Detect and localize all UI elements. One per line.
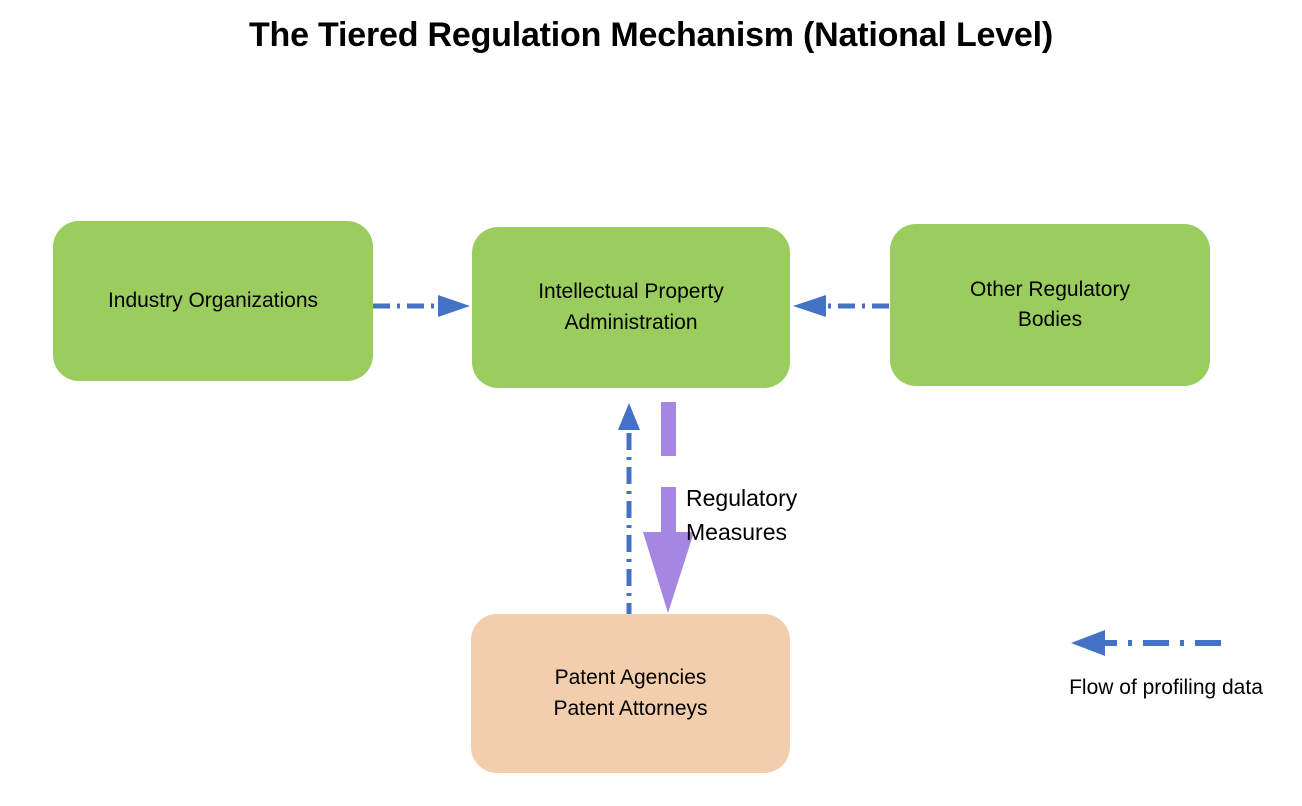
node-industry-organizations[interactable]: Industry Organizations — [53, 221, 373, 381]
edge-industry-to-ip-arrowhead — [438, 295, 470, 317]
node-ip-administration-label: Intellectual Property Administration — [538, 280, 724, 334]
edge-other-to-ip-arrowhead — [793, 295, 826, 317]
page-title: The Tiered Regulation Mechanism (Nationa… — [248, 16, 1054, 54]
legend-caption: Flow of profiling data — [1069, 676, 1263, 699]
edge-industry-to-ip — [373, 295, 470, 317]
edge-ip-to-patent-segment — [661, 402, 676, 456]
node-patent-agencies[interactable]: Patent Agencies Patent Attorneys — [471, 614, 790, 773]
legend-symbol-icon — [1071, 630, 1221, 656]
edge-other-to-ip — [793, 295, 889, 317]
legend-arrowhead-icon — [1071, 630, 1105, 656]
node-ip-administration[interactable]: Intellectual Property Administration — [472, 227, 790, 388]
node-patent-agencies-label: Patent Agencies Patent Attorneys — [553, 666, 708, 720]
edge-patent-to-ip-arrowhead — [618, 403, 640, 430]
edge-ip-to-patent-shaft — [661, 487, 676, 534]
edge-label-regulatory-measures: Regulatory Measures — [686, 485, 798, 546]
node-industry-organizations-label: Industry Organizations — [107, 288, 319, 312]
edge-patent-to-ip — [618, 403, 640, 620]
node-other-regulatory-bodies[interactable]: Other Regulatory Bodies — [890, 224, 1210, 386]
node-other-regulatory-bodies-label: Other Regulatory Bodies — [970, 277, 1130, 331]
